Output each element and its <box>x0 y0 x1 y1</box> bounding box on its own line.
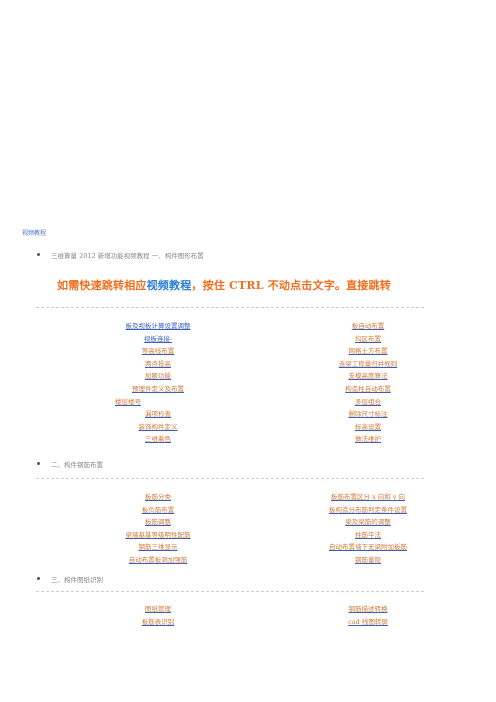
toc-link-section1-right-0[interactable]: 板自动布置 <box>351 322 385 330</box>
toc-link-section1-left-3[interactable]: 两点投高 <box>145 359 171 368</box>
toc-link-section1-left-1[interactable]: 视板连接- <box>143 334 173 343</box>
toc-link-section1-right-4[interactable]: 支模高度算法 <box>348 372 388 381</box>
toc-link-section2-right-2[interactable]: 梁及梁筋的调整 <box>345 518 391 527</box>
toc-link-section2-left-3[interactable]: 梁墙基基等级明性配筋 <box>125 530 191 539</box>
toc-link-section1-right-8[interactable]: 标高设置 <box>355 422 381 431</box>
toc-link-section1-right-2[interactable]: 网格土方布置 <box>348 347 388 356</box>
toc-link-section3-left-1[interactable]: 板筋表识别 <box>141 617 175 626</box>
top-label[interactable]: 视频教程 <box>22 230 47 237</box>
toc-link-section1-right-6[interactable]: 多层组合 <box>355 397 381 406</box>
toc-link-section2-right-5[interactable]: 钢筋量隐 <box>355 556 381 564</box>
section-title-3: 三、构件图纸识别 <box>51 576 103 584</box>
toc-link-section2-left-1[interactable]: 板负筋布置 <box>141 505 175 514</box>
toc-link-section2-right-3[interactable]: 柱筋平法 <box>355 530 381 539</box>
toc-link-section1-left-5[interactable]: 预埋件定义及布置 <box>132 385 184 393</box>
toc-link-section1-right-1[interactable]: 坞区布置 <box>355 334 381 343</box>
jump-instruction-banner: 如需快速跳转相应视频教程，按住 CTRL 不动点击文字。直接跳转 <box>57 277 391 293</box>
toc-link-section2-right-1[interactable]: 板构造分布筋判定条件设置 <box>329 505 407 514</box>
toc-link-section1-left-2[interactable]: 等高线布置 <box>141 347 175 356</box>
toc-link-section2-left-2[interactable]: 板筋调整 <box>145 518 171 527</box>
toc-link-section1-left-9[interactable]: 三维着色 <box>145 435 171 444</box>
toc-link-section2-right-0[interactable]: 板筋布置区分 x 向和 y 向 <box>330 493 406 501</box>
toc-link-section1-left-4[interactable]: 加腋功能 <box>145 372 171 381</box>
bullet <box>37 253 40 256</box>
banner-text-before: 如需快速跳转相应 <box>57 279 147 292</box>
section-title-1: 三维算量 2012 新增功能视频教程 一、构件图形布置 <box>51 252 204 260</box>
toc-link-section3-right-1[interactable]: cad 线图转屏 <box>348 617 388 626</box>
banner-text-highlight: 视频教程 <box>146 279 192 292</box>
toc-link-section1-left-7[interactable]: 漏项检查 <box>145 410 171 419</box>
toc-link-section1-left-0[interactable]: 板及视板计算设置调整 <box>125 322 191 330</box>
toc-link-section1-left-6[interactable]: 楼层楼号 <box>115 397 141 406</box>
toc-link-section1-right-3[interactable]: 连梁工程量归并规则 <box>338 359 398 368</box>
bullet <box>37 577 40 580</box>
toc-link-section2-left-4[interactable]: 钢筋三维显示 <box>138 543 178 552</box>
divider <box>36 478 424 479</box>
toc-link-section1-right-9[interactable]: 做法维护 <box>355 435 381 444</box>
toc-link-section1-right-5[interactable]: 构造柱自动布置 <box>345 385 391 393</box>
toc-link-section2-left-0[interactable]: 板筋分类 <box>145 493 171 501</box>
banner-text-after: ，按住 CTRL 不动点击文字。直接跳转 <box>191 279 391 292</box>
section-title-2: 二、构件钢筋布置 <box>51 461 103 469</box>
toc-link-section3-right-0[interactable]: 钢筋描述转换 <box>348 605 388 613</box>
toc-link-section1-left-8[interactable]: 装饰构件定义 <box>138 422 178 431</box>
toc-link-section2-left-5[interactable]: 自动布置板洞加强筋 <box>128 556 188 564</box>
divider <box>36 307 424 308</box>
bullet <box>37 462 40 465</box>
toc-link-section3-left-0[interactable]: 图纸管理 <box>145 605 171 613</box>
toc-link-section2-right-4[interactable]: 自动布置墙下无梁附加板筋 <box>329 543 407 552</box>
divider <box>36 591 424 592</box>
toc-link-section1-right-7[interactable]: 删除尺寸标注 <box>348 410 388 419</box>
